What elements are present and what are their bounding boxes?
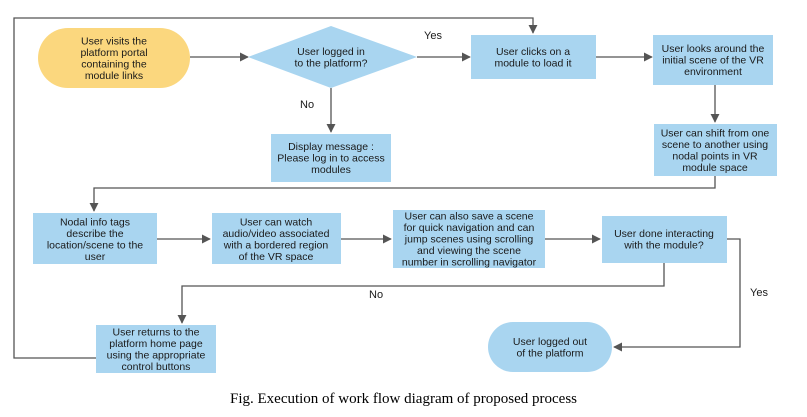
node-text-line: module links [85,70,143,82]
node-text-line: to the platform? [295,57,368,69]
node-text-line: User looks around the [662,43,765,55]
node-text-line: User can shift from one [661,127,770,139]
edge-returns-loop [13,17,538,359]
node-text-line: User returns to the [113,326,200,338]
node-text-line: scene to another using [662,139,768,151]
node-text-line: using the appropriate [107,349,206,361]
node-text-line: describe the [66,228,123,240]
edge-label-no-1: No [300,99,314,111]
node-text-line: Display message : [288,141,374,153]
figure-caption: Fig. Execution of work flow diagram of p… [229,391,577,407]
node-text-line: User logged out [513,336,587,348]
edge-label-no-2: No [369,289,383,301]
node-text-line: number in scrolling navigator [402,257,537,269]
node-text-line: module space [682,162,748,174]
node-text-line: environment [684,66,742,78]
node-text-line: User clicks on a [496,46,570,58]
edge-label-yes-1: Yes [424,30,442,42]
node-text-line: platform home page [109,338,203,350]
node-text-line: location/scene to the [47,239,143,251]
node-text-line: and viewing the scene [417,245,521,257]
node-display-message-text: Display message :Please log in to access… [277,141,384,176]
node-text-line: module to load it [494,57,571,69]
node-text-line: User logged in [297,46,365,58]
node-text-line: User can also save a scene [405,211,534,223]
node-text-line: with the module? [623,239,704,251]
node-text-line: with a bordered region [223,239,329,251]
node-text-line: User visits the [81,35,147,47]
node-text-line: Please log in to access [277,153,384,165]
edge-done-to-logout [613,238,741,352]
edge-done-to-returns [177,263,665,324]
node-text-line: for quick navigation and can [404,222,535,234]
node-text-line: platform portal [80,47,147,59]
node-text-line: initial scene of the VR [662,55,764,67]
node-text-line: nodal points in VR [672,150,758,162]
node-display-message: Display message :Please log in to access… [271,134,391,182]
node-text-line: Nodal info tags [60,216,130,228]
node-text-line: User can watch [240,216,313,228]
connectors [13,17,741,359]
node-text-line: containing the [81,58,147,70]
node-text-line: jump scenes using scrolling [404,234,534,246]
node-text-line: audio/video associated [223,228,330,240]
node-text-line: of the platform [516,347,583,359]
node-text-line: user [85,251,106,263]
node-text-line: of the VR space [239,251,314,263]
node-text-line: modules [311,164,351,176]
node-text-line: User done interacting [614,228,714,240]
edge-shift-to-nodal [89,176,716,212]
edge-label-yes-2: Yes [750,287,768,299]
node-text-line: control buttons [122,361,191,373]
